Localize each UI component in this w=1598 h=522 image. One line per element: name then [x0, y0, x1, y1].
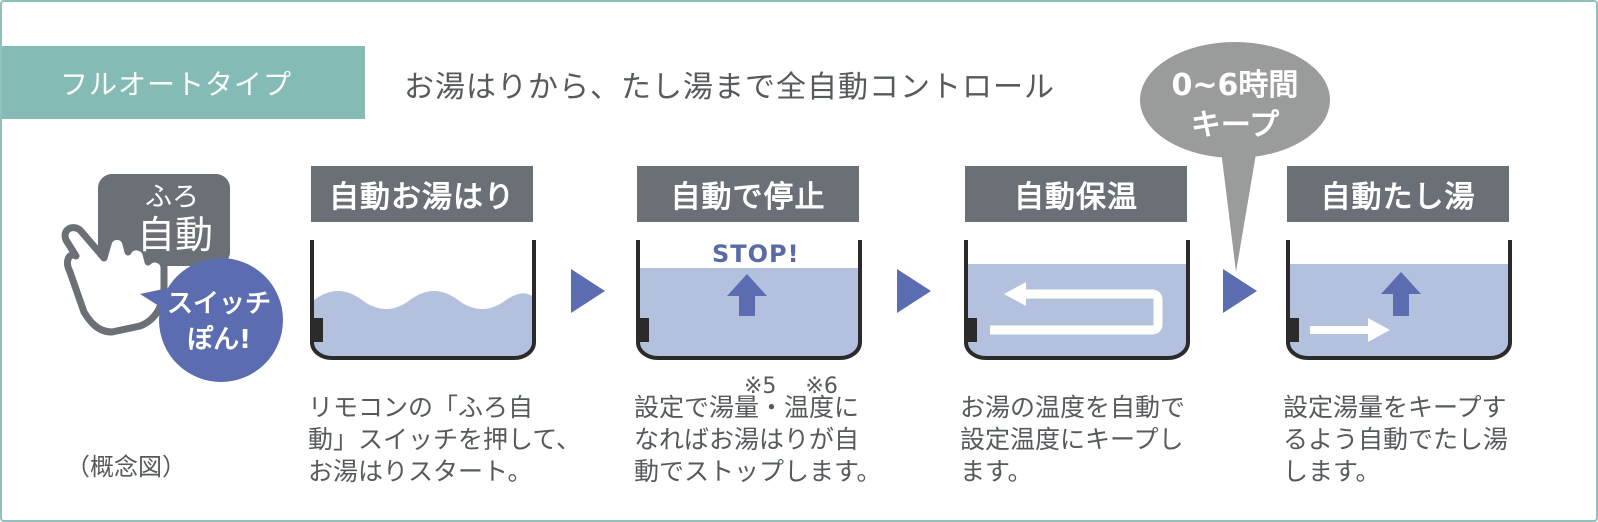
step-desc-2: 設定で湯量・温度に なればお湯はりが自 動でストップします。	[634, 392, 882, 488]
step-label-1: 自動お湯はり	[311, 166, 533, 222]
step-label-3: 自動保温	[965, 166, 1187, 222]
step-notes-2: ※5 ※6	[744, 374, 838, 399]
remote-screen	[98, 174, 230, 266]
heater-block	[1290, 318, 1299, 342]
switch-text: スイッチ ぽん!	[160, 286, 278, 358]
bathtub-4	[1286, 240, 1512, 360]
switch-circle	[159, 258, 283, 382]
remote-screen-text-top: ふろ	[145, 182, 199, 213]
type-badge: フルオートタイプ	[2, 46, 365, 119]
step-desc-1-line-1: リモコンの「ふろ自	[308, 393, 534, 422]
hand-pointer-icon	[61, 224, 168, 336]
up-arrow-icon	[727, 274, 767, 316]
switch-text-line-1: スイッチ	[166, 289, 271, 319]
circulation-arrow-icon	[990, 282, 1163, 335]
step-label-4: 自動たし湯	[1287, 166, 1509, 222]
bathtub-1	[310, 240, 536, 360]
step-desc-4-line-2: るよう自動でたし湯	[1283, 425, 1509, 454]
headline: お湯はりから、たし湯まで全自動コントロール	[404, 70, 1055, 105]
heater-block	[314, 318, 323, 342]
remote-screen-text-bottom: 自動	[136, 213, 213, 257]
switch-text-line-2: ぽん!	[187, 325, 251, 355]
bathtub-3	[964, 240, 1190, 360]
concept-label: （概念図）	[66, 453, 186, 481]
step-desc-4-line-3: します。	[1283, 457, 1381, 486]
inflow-arrow-icon	[1310, 318, 1390, 342]
step-desc-1: リモコンの「ふろ自 動」スイッチを押して、 お湯はりスタート。	[308, 392, 581, 488]
step-desc-3-line-2: 設定温度にキープし	[960, 425, 1184, 454]
step-desc-2-line-1: 設定で湯量・温度に	[634, 393, 860, 422]
remote-hand-illustration	[61, 174, 283, 382]
step-desc-3-line-1: お湯の温度を自動で	[960, 393, 1186, 422]
step-desc-1-line-2: 動」スイッチを押して、	[308, 425, 582, 454]
stop-text: STOP!	[712, 240, 800, 268]
flow-arrow-3-icon	[1223, 269, 1257, 313]
step-desc-2-line-2: なればお湯はりが自	[634, 425, 860, 454]
water-wave	[314, 291, 532, 356]
step-desc-3-line-3: ます。	[960, 457, 1033, 486]
flow-arrow-2-icon	[897, 269, 931, 313]
step-desc-3: お湯の温度を自動で 設定温度にキープし ます。	[960, 392, 1185, 488]
heater-block	[968, 318, 977, 342]
keep-text: 0~6時間 キープ	[1140, 66, 1330, 146]
water-fill	[968, 264, 1186, 356]
step-label-2: 自動で停止	[637, 166, 859, 222]
bathtub-2	[636, 240, 862, 360]
flow-arrow-1-icon	[571, 269, 605, 313]
heater-block	[640, 318, 649, 342]
step-desc-1-line-3: お湯はりスタート。	[308, 457, 533, 486]
keep-duration: 0~6時間	[1171, 68, 1299, 103]
step-desc-4: 設定湯量をキープす るよう自動でたし湯 します。	[1283, 392, 1508, 488]
step-desc-4-line-1: 設定湯量をキープす	[1283, 393, 1507, 422]
keep-word: キープ	[1190, 108, 1280, 143]
up-arrow-icon	[1381, 272, 1421, 316]
keep-speech-bubble	[1140, 42, 1330, 272]
step-desc-2-line-3: 動でストップします。	[634, 457, 882, 486]
